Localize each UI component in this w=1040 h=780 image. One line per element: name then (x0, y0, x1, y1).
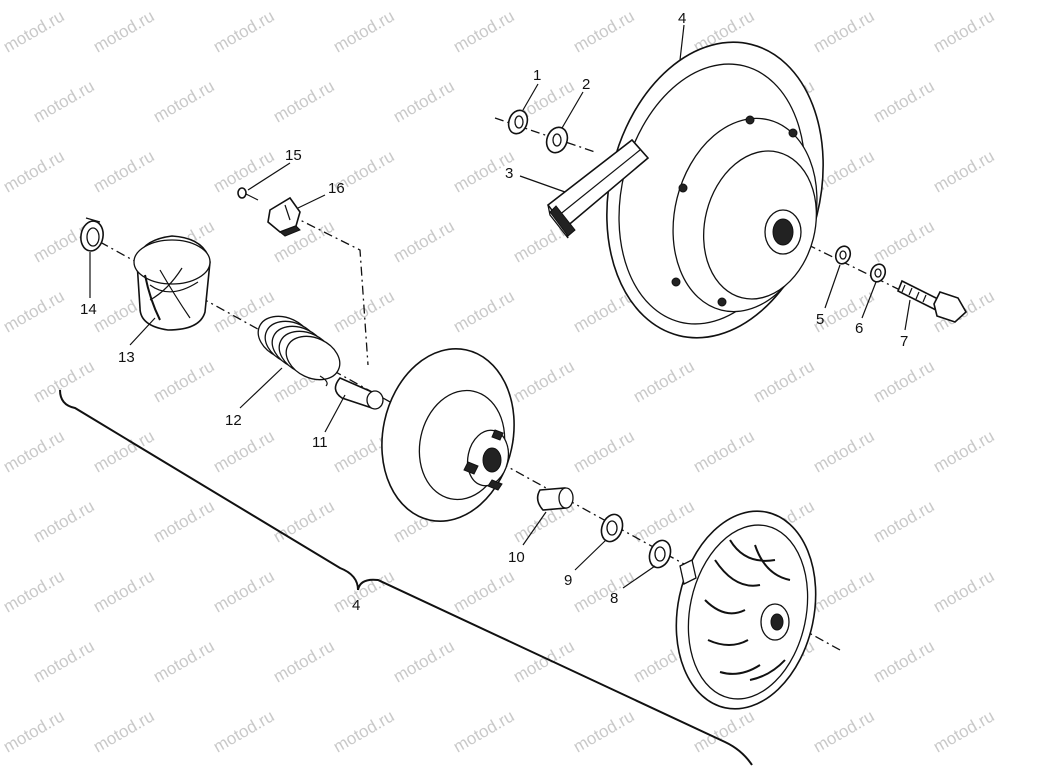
callout-13: 13 (118, 349, 135, 366)
callout-8: 8 (610, 590, 618, 607)
driven-cover (675, 510, 817, 710)
callout-2: 2 (582, 76, 590, 93)
washer-part-2 (545, 126, 569, 154)
seal-part-1 (507, 109, 529, 135)
assembly-bracket (59, 389, 753, 766)
callout-3: 3 (505, 165, 513, 182)
fixed-sheave (381, 348, 515, 522)
washer-part-8 (648, 539, 672, 569)
spring-part-12 (257, 315, 341, 387)
callout-7: 7 (900, 333, 908, 350)
callout-10: 10 (508, 549, 525, 566)
callout-4-top: 4 (678, 10, 686, 27)
pin-part-15 (237, 187, 259, 201)
callout-9: 9 (564, 572, 572, 589)
callout-16: 16 (328, 180, 345, 197)
callout-14: 14 (80, 301, 97, 318)
cam-part-13 (133, 235, 211, 331)
bolt-part-7 (896, 279, 968, 323)
upper-axis-line (494, 117, 596, 153)
washer-part-5 (834, 245, 852, 265)
lock-washer-part-6 (869, 263, 887, 283)
callout-1: 1 (533, 67, 541, 84)
callout-15: 15 (285, 147, 302, 164)
movable-sheave (606, 41, 824, 339)
callout-6: 6 (855, 320, 863, 337)
weight-part-16 (267, 196, 301, 237)
callout-12: 12 (225, 412, 242, 429)
callout-5: 5 (816, 311, 824, 328)
bushing-part-11 (334, 377, 384, 410)
bushing-part-10 (536, 487, 574, 511)
leader-lines (89, 24, 911, 589)
drive-belt-section (546, 138, 650, 239)
washer-part-9 (600, 513, 624, 543)
weight-guide-line (289, 214, 369, 366)
callout-4-bracket: 4 (352, 597, 360, 614)
snap-ring-part-14 (80, 217, 104, 252)
callout-11: 11 (312, 434, 328, 451)
